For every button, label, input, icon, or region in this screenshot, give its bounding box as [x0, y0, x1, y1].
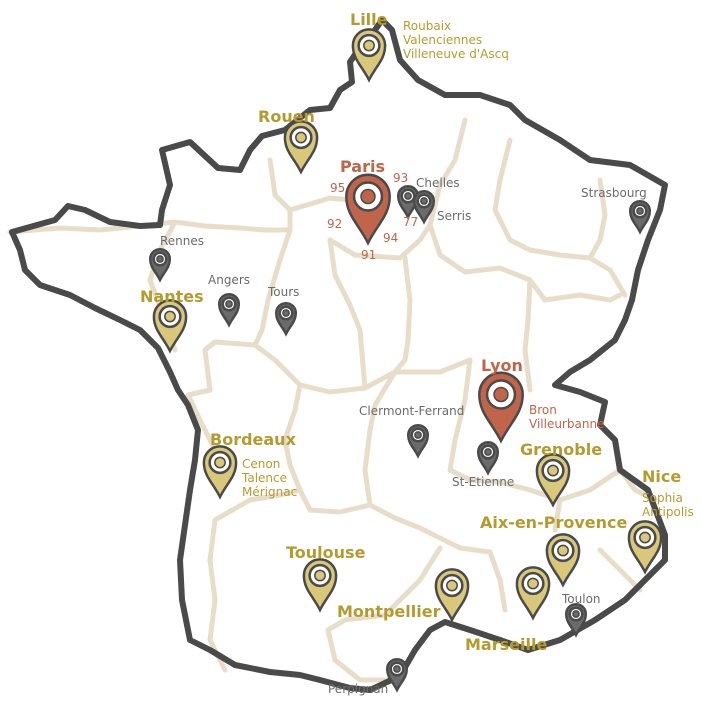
city-label-nantes[interactable]: Nantes — [140, 287, 204, 306]
location-pin-strasbourg[interactable] — [628, 199, 652, 235]
dept-label-95: 95 — [330, 181, 346, 195]
sublist-item: Villeneuve d'Ascq — [403, 47, 509, 61]
boundary-line — [252, 227, 293, 348]
dept-label-91: 91 — [361, 248, 377, 262]
boundary-line — [212, 487, 303, 523]
city-label-toulon[interactable]: Toulon — [562, 592, 601, 606]
location-pin-nice[interactable] — [627, 520, 663, 575]
sublist-lyon: Bron Villeurbanne — [529, 403, 604, 431]
sublist-nice: Sophia Antipolis — [642, 491, 694, 519]
city-label-chelles[interactable]: Chelles — [416, 176, 460, 190]
city-label-aix-en-provence[interactable]: Aix-en-Provence — [480, 513, 628, 532]
location-pin-bordeaux[interactable] — [202, 445, 238, 500]
location-pin-tours[interactable] — [274, 301, 298, 337]
location-pin-aix-en-provence[interactable] — [545, 533, 581, 588]
boundary-line — [487, 549, 508, 613]
location-pin-montpellier[interactable] — [434, 568, 470, 623]
major-markers — [152, 28, 663, 623]
location-pin-toulon[interactable] — [564, 602, 588, 638]
boundary-line — [522, 277, 533, 393]
city-label-rouen[interactable]: Rouen — [258, 107, 315, 126]
city-label-grenoble[interactable]: Grenoble — [520, 440, 603, 459]
boundary-line — [427, 117, 468, 228]
boundary-line — [327, 237, 368, 391]
city-label-lyon[interactable]: Lyon — [481, 356, 523, 375]
city-label-serris[interactable]: Serris — [437, 209, 472, 223]
boundary-line — [362, 369, 398, 508]
sublist-item: Antipolis — [642, 505, 694, 519]
boundary-line — [325, 545, 443, 683]
dept-label-94: 94 — [383, 231, 399, 245]
sublist-item: Mérignac — [242, 485, 298, 499]
boundary-line — [552, 497, 563, 533]
boundary-line — [597, 547, 643, 593]
location-pin-grenoble[interactable] — [535, 453, 571, 508]
city-label-paris[interactable]: Paris — [340, 157, 385, 176]
dept-label-77: 77 — [403, 215, 419, 229]
boundary-line — [392, 255, 413, 375]
location-pin-angers[interactable] — [217, 292, 241, 328]
boundary-line — [542, 292, 623, 303]
boundary-line — [287, 195, 353, 213]
location-pin-toulouse[interactable] — [302, 558, 338, 613]
sublist-item: Villeurbanne — [529, 417, 605, 431]
sublist-bordeaux: Cenon Talence Mérignac — [242, 457, 297, 499]
location-pin-nantes[interactable] — [152, 299, 188, 354]
sublist-item: Sophia — [642, 491, 683, 505]
location-pin-st-etienne[interactable] — [476, 440, 500, 476]
sublist-item: Roubaix — [403, 19, 452, 33]
boundary-line — [252, 342, 473, 395]
boundary-line — [492, 137, 628, 298]
sublist-lille: Roubaix Valenciennes Villeneuve d'Ascq — [403, 19, 509, 61]
country-border — [9, 17, 668, 693]
city-label-strasbourg[interactable]: Strasbourg — [581, 186, 647, 200]
city-label-bordeaux[interactable]: Bordeaux — [210, 430, 296, 449]
region-boundaries — [7, 117, 658, 683]
boundary-line — [207, 517, 228, 673]
boundary-line — [185, 392, 218, 453]
boundary-line — [267, 157, 293, 233]
location-pin-lyon[interactable] — [478, 371, 524, 444]
location-pin-marseille[interactable] — [515, 566, 551, 621]
city-label-nice[interactable]: Nice — [642, 467, 682, 486]
location-pin-rouen[interactable] — [283, 120, 319, 175]
location-pin-paris[interactable] — [345, 173, 391, 246]
boundary-line — [282, 382, 313, 513]
boundary-line — [587, 177, 608, 261]
sublist-item: Talence — [242, 471, 287, 485]
city-label-st-etienne[interactable]: St-Etienne — [452, 475, 515, 489]
city-label-toulouse[interactable]: Toulouse — [286, 543, 366, 562]
location-pin-rennes[interactable] — [148, 247, 172, 283]
location-pin-serris[interactable] — [412, 189, 436, 225]
location-pin-clermont-ferrand[interactable] — [406, 423, 430, 459]
city-label-lille[interactable]: Lille — [350, 10, 388, 29]
sublist-item: Valenciennes — [403, 33, 483, 47]
city-label-marseille[interactable]: Marseille — [465, 635, 548, 654]
city-label-clermont-ferrand[interactable]: Clermont-Ferrand — [359, 404, 465, 418]
sublist-item: Bron — [529, 403, 557, 417]
boundary-line — [427, 222, 548, 303]
boundary-line — [447, 357, 503, 485]
dept-label-93: 93 — [393, 171, 409, 185]
boundary-line — [185, 339, 258, 398]
dept-label-92: 92 — [327, 217, 343, 231]
minor-markers — [148, 184, 652, 693]
location-pin-chelles[interactable] — [396, 184, 420, 220]
city-label-montpellier[interactable]: Montpellier — [337, 602, 441, 621]
city-label-perpignan[interactable]: Perpignan — [328, 682, 389, 696]
city-label-rennes[interactable]: Rennes — [160, 234, 205, 248]
location-pin-lille[interactable] — [351, 28, 387, 83]
location-pin-perpignan[interactable] — [385, 657, 409, 693]
boundary-line — [327, 222, 433, 261]
boundary-line — [307, 502, 493, 555]
city-label-angers[interactable]: Angers — [208, 273, 250, 287]
sublist-item: Cenon — [242, 457, 281, 471]
city-label-tours[interactable]: Tours — [268, 285, 300, 299]
